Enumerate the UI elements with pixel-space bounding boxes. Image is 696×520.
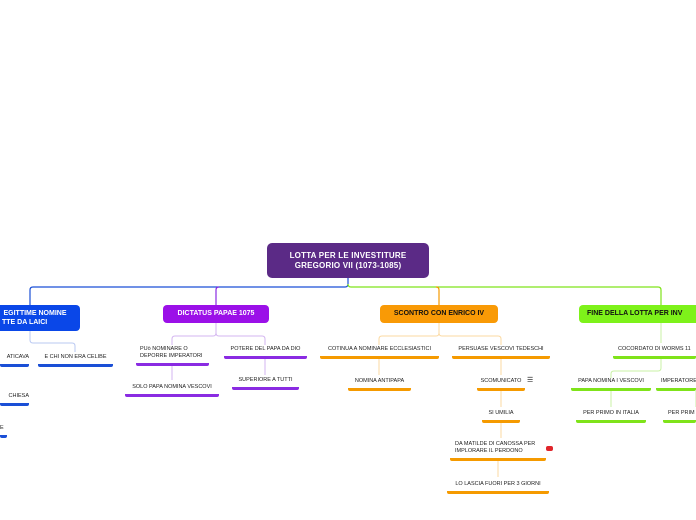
leaf-matilde-line2: IMPLORARE IL PERDONO	[455, 448, 523, 454]
leaf-puo-nominare[interactable]: PUò NOMINARE O DEPORRE IMPERATORI	[136, 346, 209, 366]
leaf-lo-lascia-fuori[interactable]: LO LASCIA FUORI PER 3 GIORNI	[447, 481, 549, 494]
leaf-per-primo[interactable]: PER PRIM	[663, 410, 696, 423]
leaf-si-umilia[interactable]: SI UMILIA	[482, 410, 520, 423]
root-title-line2: GREGORIO VII (1073-1085)	[294, 261, 402, 270]
leaf-continua-a-nominare[interactable]: COTINUA A NOMINARE ECCLESIASTICI	[320, 346, 439, 359]
leaf-puo-nominare-line1: PUò NOMINARE O	[140, 346, 188, 352]
leaf-matilde-di-canossa[interactable]: DA MATILDE DI CANOSSA PER IMPLORARE IL P…	[450, 441, 546, 461]
leaf-e[interactable]: E	[0, 425, 7, 438]
branch-scontro-enrico[interactable]: SCONTRO CON ENRICO IV	[380, 305, 498, 323]
leaf-nomina-antipapa[interactable]: NOMINA ANTIPAPA	[348, 378, 411, 391]
root-title-line1: LOTTA PER LE INVESTITURE	[289, 251, 407, 260]
attachment-icon[interactable]	[546, 446, 553, 451]
leaf-concordato-di-worms[interactable]: COCORDATO DI WORMS 11	[613, 346, 696, 359]
leaf-chi-non-era-celibe[interactable]: E CHI NON ERA CELIBE	[38, 354, 113, 367]
branch-scontro-enrico-label: SCONTRO CON ENRICO IV	[393, 310, 485, 317]
notes-icon[interactable]: ☰	[527, 377, 534, 384]
leaf-solo-papa-nomina[interactable]: SOLO PAPA NOMINA VESCOVI	[125, 384, 219, 397]
branch-illegittime-nomine-line2: TTE DA LAICI	[2, 319, 48, 326]
leaf-superiore-a-tutti[interactable]: SUPERIORE A TUTTI	[232, 377, 299, 390]
leaf-matilde-line1: DA MATILDE DI CANOSSA PER	[455, 441, 536, 447]
branch-illegittime-nomine[interactable]: EGITTIME NOMINE TTE DA LAICI	[0, 305, 80, 331]
leaf-persuase-vescovi[interactable]: PERSUASE VESCOVI TEDESCHI	[452, 346, 550, 359]
leaf-puo-nominare-line2: DEPORRE IMPERATORI	[140, 353, 203, 359]
leaf-per-primo-in-italia[interactable]: PER PRIMO IN ITALIA	[576, 410, 646, 423]
leaf-scomunicato[interactable]: SCOMUNICATO	[477, 378, 525, 391]
branch-fine-lotta-label: FINE DELLA LOTTA PER INV	[587, 310, 683, 317]
branch-dictatus-papae[interactable]: DICTATUS PAPAE 1075	[163, 305, 269, 323]
leaf-chiesa[interactable]: CHIESA	[0, 393, 29, 406]
leaf-potere-del-papa[interactable]: POTERE DEL PAPA DA DIO	[224, 346, 307, 359]
branch-illegittime-nomine-line1: EGITTIME NOMINE	[3, 310, 67, 317]
branch-fine-lotta[interactable]: FINE DELLA LOTTA PER INV	[579, 305, 696, 323]
root-node[interactable]: LOTTA PER LE INVESTITURE GREGORIO VII (1…	[267, 243, 429, 278]
leaf-praticava[interactable]: ATICAVA	[0, 354, 29, 367]
branch-dictatus-papae-label: DICTATUS PAPAE 1075	[177, 310, 255, 317]
leaf-papa-nomina-i-vescovi[interactable]: PAPA NOMINA I VESCOVI	[571, 378, 651, 391]
leaf-imperatore[interactable]: IMPERATORE	[656, 378, 696, 391]
